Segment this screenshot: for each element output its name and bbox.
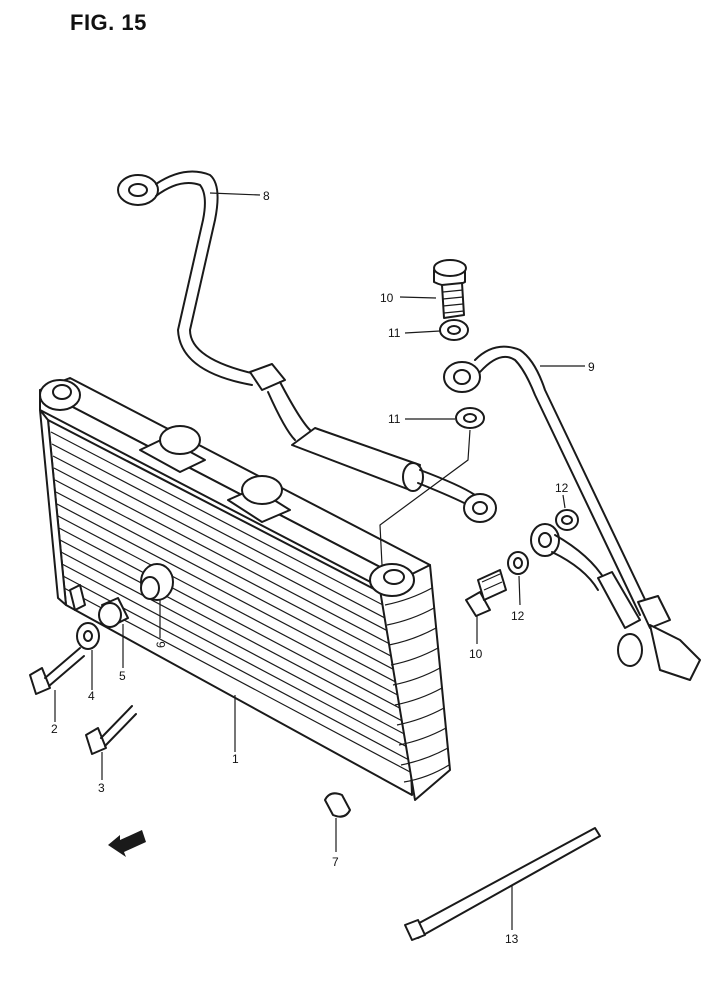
gasket-upper — [439, 319, 469, 341]
callout-1: 1 — [232, 752, 239, 766]
clamp — [324, 792, 351, 818]
callout-7: 7 — [332, 855, 339, 869]
callout-2: 2 — [51, 722, 58, 736]
gasket-lower — [455, 407, 485, 429]
callout-4: 4 — [88, 689, 95, 703]
callout-9: 9 — [588, 360, 595, 374]
cushion-collar — [140, 563, 174, 601]
callout-8: 8 — [263, 189, 270, 203]
callout-5: 5 — [119, 669, 126, 683]
tie-strap — [404, 827, 601, 941]
callout-10-lower: 10 — [469, 647, 483, 661]
callout-labels: 8 10 11 9 11 12 12 10 6 5 4 2 3 1 7 13 — [51, 189, 595, 946]
spacer — [98, 597, 129, 628]
callout-12-right: 12 — [555, 481, 569, 495]
callout-3: 3 — [98, 781, 105, 795]
callout-11-upper: 11 — [388, 326, 401, 340]
front-arrow-icon — [108, 830, 146, 857]
oil-cooler-radiator — [39, 377, 451, 801]
figure-title: FIG. 15 — [70, 10, 147, 35]
union-bolt-upper — [433, 259, 467, 319]
oil-hose-upper — [117, 170, 497, 523]
assembly-guide-line — [379, 429, 471, 566]
union-bolt-lower — [465, 569, 507, 617]
callout-11-lower: 11 — [388, 412, 401, 426]
callout-13: 13 — [505, 932, 519, 946]
bolt-3 — [85, 705, 137, 755]
oil-hose-lower — [443, 345, 701, 681]
gasket-12-left — [507, 551, 529, 575]
callout-12-left: 12 — [511, 609, 525, 623]
gasket-12-right — [555, 509, 579, 531]
rubber-mount-upper — [139, 425, 291, 523]
callout-6: 6 — [154, 641, 168, 648]
callout-10-upper: 10 — [380, 291, 394, 305]
bolt-2 — [29, 647, 85, 695]
washer — [76, 622, 100, 650]
leader-lines — [54, 192, 585, 930]
